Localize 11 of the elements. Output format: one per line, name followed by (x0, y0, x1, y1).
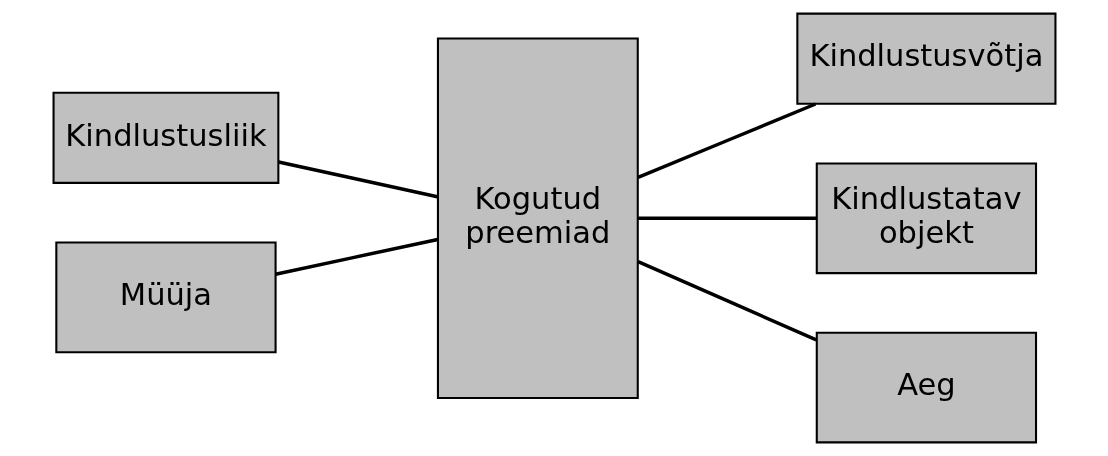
node-box: Kogutud preemiad (436, 37, 639, 400)
connector (636, 260, 817, 342)
node-box: Kindlustusliik (52, 91, 279, 184)
connector (274, 237, 438, 276)
connector (637, 216, 816, 221)
node-box: Kindlustatav objekt (815, 162, 1037, 275)
node-box: Müüja (54, 241, 277, 354)
connector (636, 102, 816, 179)
node-box: Kindlustusvõtja (795, 12, 1056, 105)
node-box: Aeg (815, 331, 1037, 444)
connector (277, 160, 438, 199)
